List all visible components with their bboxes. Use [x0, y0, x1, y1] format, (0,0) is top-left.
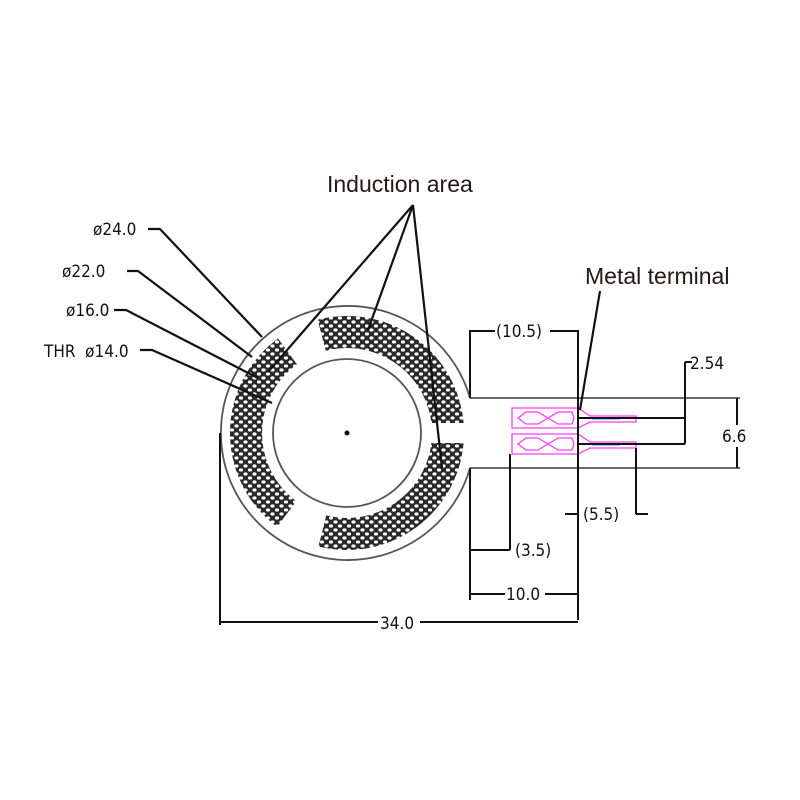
thr-diameter-14-label: THR ø14.0 — [43, 342, 129, 362]
dim-terminal-offset: (3.5) — [515, 541, 551, 561]
induction-leaders — [267, 204, 444, 469]
terminal-leader — [578, 290, 602, 411]
dim-tail-body: (10.5) — [496, 322, 542, 342]
diameter-16-label: ø16.0 — [66, 301, 109, 321]
dim-pin-pitch: 2.54 — [690, 354, 724, 374]
metal-terminal-label: Metal terminal — [585, 263, 729, 289]
dim-terminal-extent: (5.5) — [583, 505, 619, 525]
dim-tail-width: 6.6 — [722, 427, 746, 447]
terminal-1 — [511, 407, 685, 429]
diameter-24-label: ø24.0 — [93, 220, 136, 240]
dim-overall-length: 34.0 — [380, 614, 414, 634]
dim-tail-length: 10.0 — [506, 585, 540, 605]
dimension-lines — [219, 330, 738, 625]
diameter-22-label: ø22.0 — [62, 262, 105, 282]
induction-area-label: Induction area — [327, 171, 473, 197]
diameter-leaders — [114, 227, 273, 405]
